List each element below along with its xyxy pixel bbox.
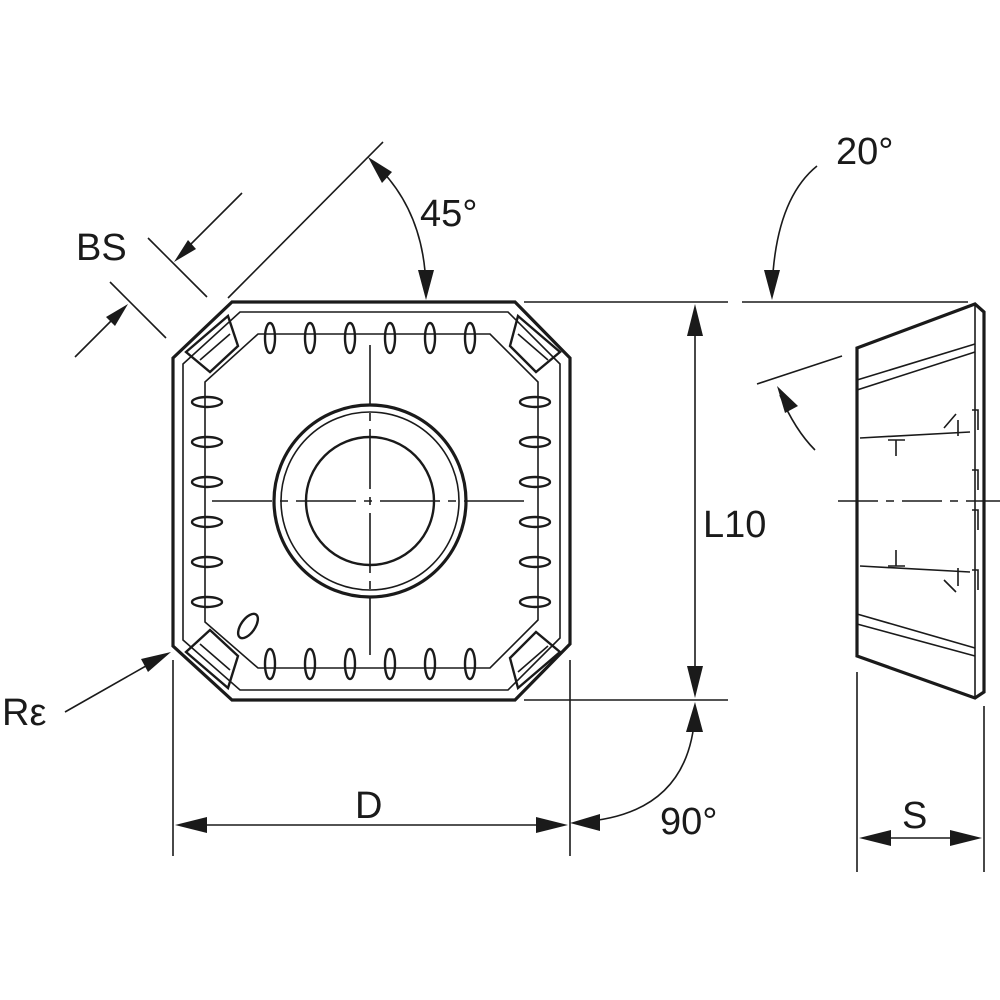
serrations-left xyxy=(190,395,224,609)
serrations-top xyxy=(263,321,477,355)
corner-details xyxy=(184,313,562,691)
insert-side-view xyxy=(838,302,1000,700)
s-label: S xyxy=(902,795,927,837)
bs-dimension xyxy=(74,192,243,358)
d-label: D xyxy=(355,785,382,827)
insert-inner-edge xyxy=(182,311,561,691)
r-epsilon-leader xyxy=(64,652,171,713)
l10-dimension xyxy=(524,301,728,701)
l10-label: L10 xyxy=(703,504,766,546)
insert-outline xyxy=(171,300,572,702)
insert-top-view xyxy=(171,300,572,702)
s-dimension xyxy=(856,672,985,872)
angle-90-dimension xyxy=(570,702,703,831)
angle-45-dimension xyxy=(227,141,434,300)
serrations-right xyxy=(518,395,552,609)
bs-label: BS xyxy=(76,227,127,269)
angle-45-label: 45° xyxy=(420,193,477,235)
angle-20-dimension xyxy=(742,165,968,451)
angle-20-label: 20° xyxy=(836,131,893,173)
index-mark xyxy=(236,612,260,640)
angle-90-label: 90° xyxy=(660,801,717,843)
serrations-bottom xyxy=(263,647,477,681)
d-dimension xyxy=(172,660,571,856)
r-epsilon-label: Rε xyxy=(2,692,46,734)
insert-chipbreaker-line xyxy=(204,333,539,669)
